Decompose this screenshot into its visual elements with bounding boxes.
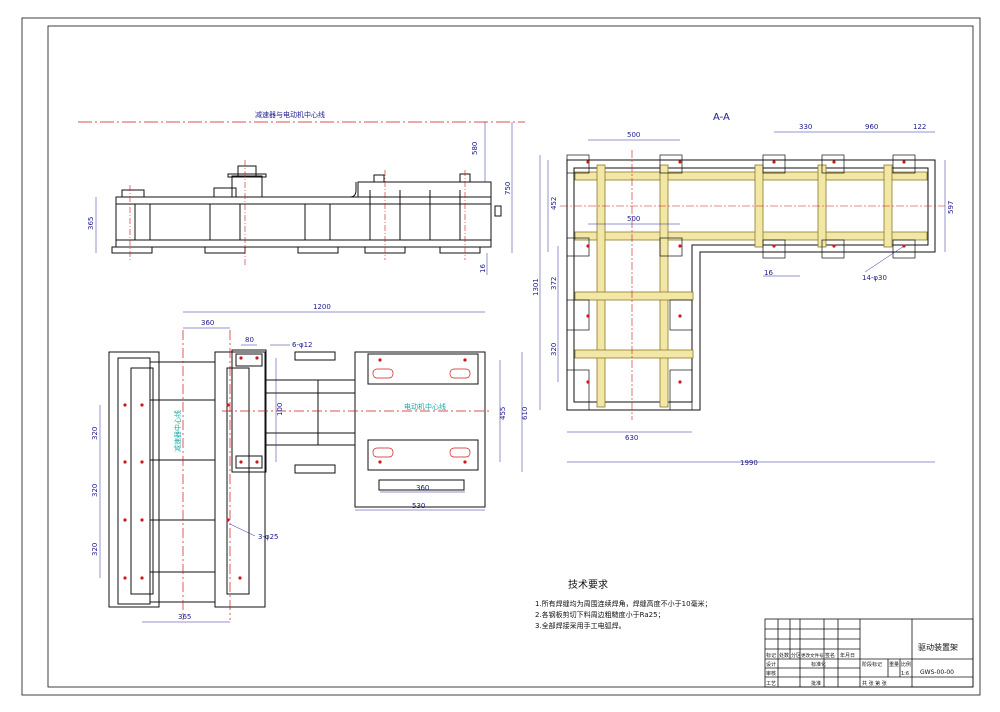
dim-plan-320-c: 320 (91, 543, 99, 556)
tb-review: 审核 (766, 670, 776, 677)
dim-plan-80: 80 (245, 336, 254, 344)
tb-zone: 分区 (791, 652, 801, 659)
tb-stage-mark: 阶段标记 (862, 661, 882, 668)
dim-aa-500-mid: 500 (627, 215, 640, 223)
tb-drawing-number: GWS-00-00 (920, 669, 954, 676)
tech-req-item-2: 2.各钢板剪切下料周边粗糙度小于Ra25； (535, 610, 665, 619)
dim-aa-452: 452 (550, 197, 558, 210)
tech-req-title: 技术要求 (568, 578, 608, 591)
dim-plan-360: 360 (201, 319, 214, 327)
section-title: A-A (713, 112, 730, 123)
reducer-centerline-label: 减速器中心线 (173, 410, 182, 452)
dim-front-750: 750 (504, 182, 512, 195)
dim-aa-122: 122 (913, 123, 926, 131)
dim-plan-360b: 360 (416, 484, 429, 492)
dim-plan-320-b: 320 (91, 484, 99, 497)
tb-sign: 签名 (825, 652, 835, 659)
tb-standard: 标准化 (811, 661, 826, 668)
tb-drawing-name: 驱动装置架 (918, 642, 958, 652)
front-view: 减速器与电动机中心线 580 750 (78, 110, 525, 275)
tb-sheet: 共 张 第 张 (862, 680, 887, 687)
dim-front-16: 16 (479, 264, 487, 273)
dim-plan-320-a: 320 (91, 427, 99, 440)
title-block: 标记 处数 分区 更改文件号 签名 年月日 设计 标准化 审核 工艺 批准 阶段… (764, 618, 974, 688)
dim-aa-330: 330 (799, 123, 812, 131)
tb-ratio: 比例 (901, 661, 911, 668)
tb-weight: 重量 (889, 661, 899, 668)
dim-front-580: 580 (471, 142, 479, 155)
tech-req-item-3: 3.全部焊接采用手工电弧焊。 (535, 621, 626, 630)
tb-mark: 标记 (766, 652, 776, 659)
dim-aa-372: 372 (550, 277, 558, 290)
dim-plan-6phi12: 6-φ12 (292, 341, 313, 349)
dim-aa-597: 597 (947, 201, 955, 214)
dim-aa-16: 16 (764, 269, 773, 277)
dim-aa-320: 320 (550, 343, 558, 356)
dim-aa-630: 630 (625, 434, 638, 442)
dim-aa-500-top: 500 (627, 131, 640, 139)
inner-border (47, 25, 974, 688)
dim-aa-1990: 1990 (740, 459, 758, 467)
dim-front-365: 365 (87, 217, 95, 230)
dim-plan-365: 365 (178, 613, 191, 621)
centerline-label: 减速器与电动机中心线 (255, 110, 325, 119)
tb-change-doc: 更改文件号 (801, 652, 824, 659)
dim-plan-455: 455 (499, 407, 507, 420)
tb-process: 工艺 (766, 681, 776, 687)
tech-requirements: 技术要求 1.所有焊缝均为周围连续焊角，焊缝高度不小于10毫米； 2.各钢板剪切… (535, 578, 712, 630)
dim-plan-1200: 1200 (313, 303, 331, 311)
dim-aa-1301: 1301 (532, 278, 540, 296)
dim-plan-3phi25: 3-φ25 (258, 533, 279, 541)
plan-view: 电动机中心线 减速器中心线 1200 360 80 6-φ12 100 455 … (91, 303, 529, 623)
section-a-a: A-A (532, 112, 955, 467)
outer-border (21, 17, 981, 696)
dim-plan-610: 610 (521, 407, 529, 420)
tb-qty: 处数 (779, 652, 789, 659)
tb-date: 年月日 (840, 652, 855, 659)
tb-scale: 1:6 (901, 671, 909, 677)
tb-design: 设计 (766, 661, 776, 668)
motor-centerline-label: 电动机中心线 (404, 402, 446, 411)
dim-aa-960: 960 (865, 123, 878, 131)
tech-req-item-1: 1.所有焊缝均为周围连续焊角，焊缝高度不小于10毫米； (535, 599, 712, 608)
dim-plan-530: 530 (412, 502, 425, 510)
dim-aa-14phi30: 14-φ30 (862, 274, 887, 282)
tb-approve: 批准 (811, 680, 821, 687)
dim-plan-100: 100 (276, 403, 284, 416)
